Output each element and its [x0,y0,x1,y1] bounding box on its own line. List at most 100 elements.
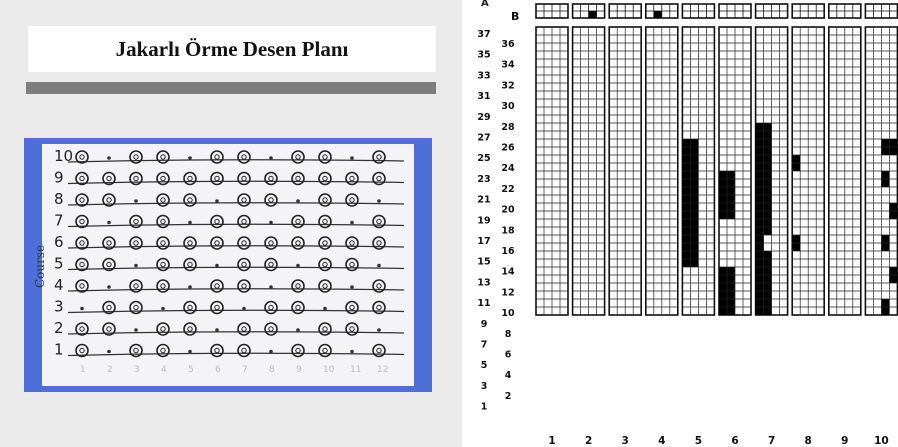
grid-header-needle-6 [719,4,751,18]
grid-row-number-even: 6 [505,350,512,361]
photo-dot-stitch [188,156,192,160]
grid-header-needle-7 [756,4,788,18]
grid-row-number-odd: 11 [477,298,490,309]
grid-needle-column-6 [719,27,751,315]
divider-bar [26,82,436,94]
photo-dot-stitch [269,350,273,354]
grid-row-number-odd: 9 [481,319,488,330]
grid-column-label: 3 [622,435,629,447]
photo-dot-stitch [107,221,111,225]
photo-dot-stitch [350,156,354,160]
grid-row-number-even: 8 [505,329,512,340]
grid-row-number-even: 36 [501,39,515,50]
slide-title: Jakarlı Örme Desen Planı [28,26,436,72]
photo-column-number: 7 [242,365,248,375]
photo-column-number: 10 [323,365,335,375]
grid-header-needle-2 [573,4,605,18]
photo-dot-stitch [107,156,111,160]
grid-top-cut-label: A [481,0,489,9]
grid-row-number-even: 2 [505,391,512,402]
photo-dot-stitch [377,264,381,268]
grid-row-number-odd: 27 [477,133,490,144]
grid-needle-column-2 [573,27,605,315]
grid-row-number-even: 26 [501,143,515,154]
grid-row-number-even: 10 [501,308,515,319]
photo-dot-stitch [107,285,111,289]
photo-dot-stitch [269,156,273,160]
grid-column-label: 4 [658,435,665,447]
grid-row-number-odd: 21 [477,195,490,206]
photo-dot-stitch [350,285,354,289]
grid-row-number-odd: 33 [477,70,490,81]
photo-dot-stitch [296,264,300,268]
grid-row-number-even: 30 [501,101,515,112]
grid-row-number-even: 24 [501,163,515,174]
photo-dot-stitch [134,264,138,268]
photo-column-number: 12 [377,365,388,375]
grid-header-needle-3 [609,4,641,18]
photo-dot-stitch [377,199,381,203]
grid-header-needle-10 [865,4,897,18]
grid-row-number-odd: 29 [477,112,490,123]
photo-column-number: 1 [80,365,86,375]
photo-column-number: 11 [350,365,361,375]
grid-needle-column-1 [536,27,568,315]
grid-header-filled-cell [654,11,662,18]
photo-dot-stitch [134,328,138,332]
grid-row-number-even: 34 [501,60,515,71]
grid-header-needle-8 [792,4,824,18]
photo-dot-stitch [350,350,354,354]
grid-row-number-odd: 13 [477,277,490,288]
grid-row-number-even: 22 [501,184,514,195]
grid-needle-column-5 [682,27,714,315]
grid-header-needle-1 [536,4,568,18]
jacquard-grid-panel: AB37353331292725232119171513119753136343… [462,0,898,447]
grid-row-number-even: 12 [501,287,514,298]
grid-needle-column-8 [792,27,824,315]
photo-dot-stitch [377,328,381,332]
grid-header-row-label: B [511,10,519,23]
grid-header-needle-4 [646,4,678,18]
grid-row-number-even: 16 [501,246,515,257]
photo-column-number: 8 [269,365,275,375]
grid-column-label: 7 [768,435,775,447]
grid-needle-column-10 [865,27,897,315]
grid-row-number-odd: 15 [477,257,490,268]
grid-needle-column-7 [756,27,788,315]
grid-row-number-odd: 31 [477,91,490,102]
grid-row-number-even: 14 [501,267,515,278]
grid-row-number-odd: 3 [481,381,488,392]
photo-row-number: 5 [54,255,64,273]
photo-column-number: 5 [188,365,194,375]
grid-needle-column-3 [609,27,641,315]
photo-column-number: 2 [107,365,113,375]
grid-row-number-odd: 37 [477,29,490,40]
photo-dot-stitch [188,221,192,225]
photo-dot-stitch [215,199,219,203]
grid-row-number-odd: 17 [477,236,490,247]
grid-row-number-odd: 1 [481,402,488,413]
photo-dot-stitch [269,221,273,225]
photo-row-number: 7 [54,212,64,230]
grid-row-number-odd: 35 [477,50,490,61]
photo-row-number: 8 [54,190,64,208]
grid-header-needle-9 [829,4,861,18]
photo-column-number: 6 [215,365,221,375]
left-slide-panel: Jakarlı Örme Desen Planı 10987654321Cour… [0,0,462,447]
grid-needle-column-4 [646,27,678,315]
photo-dot-stitch [188,350,192,354]
photo-dot-stitch [323,307,327,311]
grid-row-number-odd: 19 [477,215,490,226]
grid-column-label: 6 [731,435,738,447]
photo-dot-stitch [350,221,354,225]
photo-dot-stitch [296,199,300,203]
photo-column-number: 9 [296,365,302,375]
grid-row-number-odd: 25 [477,153,490,164]
grid-row-number-even: 20 [501,205,515,216]
grid-row-number-even: 28 [501,122,515,133]
grid-row-number-even: 18 [501,225,515,236]
photo-dot-stitch [215,264,219,268]
grid-row-number-even: 4 [505,370,512,381]
photo-side-label: Course [33,245,47,288]
